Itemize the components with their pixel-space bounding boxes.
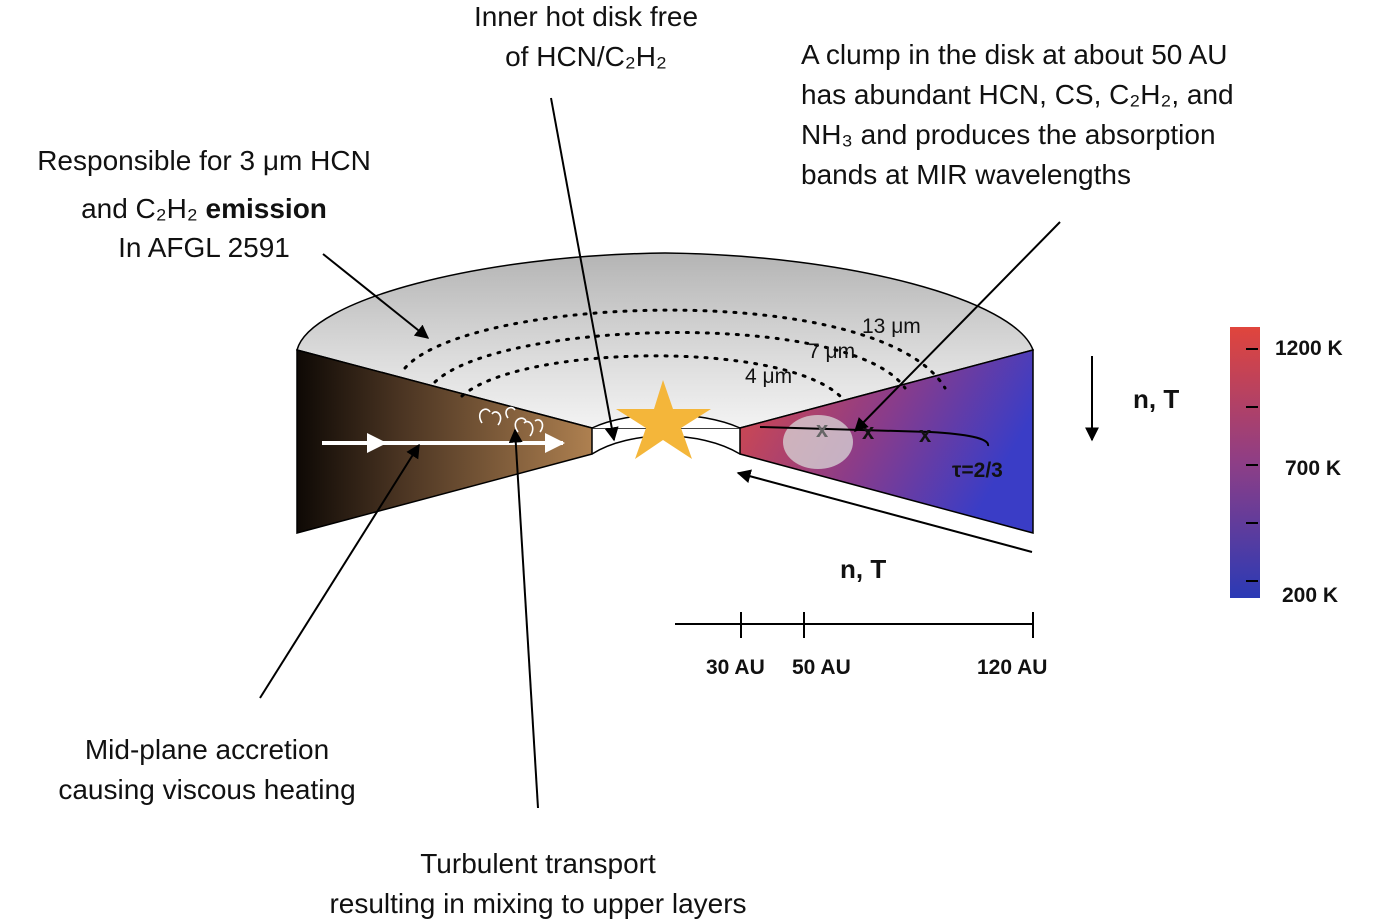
responsible-line2-bold: emission [206,193,327,224]
leader-clump [854,221,1061,432]
ring-4um-label: 4 μm [745,365,792,388]
leader-midplane [259,443,420,699]
colorbar-ticks [1246,348,1258,582]
clump-line2: has abundant HCN, CS, C₂H₂, and [801,79,1234,110]
responsible-line1: Responsible for 3 μm HCN [37,145,371,176]
responsible-line2-prefix: and C₂H₂ [81,193,205,224]
inner-hot-disk-line1: Inner hot disk free [474,1,698,32]
clump-line3: NH₃ and produces the absorption [801,119,1216,150]
distance-tick-120au: 120 AU [977,656,1047,679]
vertical-n-t-label: n, T [1133,384,1179,414]
responsible-line3: In AFGL 2591 [118,232,290,263]
clump-line4: bands at MIR wavelengths [801,159,1131,190]
ring-13um-label: 13 μm [862,315,921,338]
x-mark-3: x [919,422,932,447]
midplane-line2: causing viscous heating [58,774,355,805]
ring-4um [460,354,842,398]
leader-inner-hot-disk [550,97,619,442]
turbulent-line2: resulting in mixing to upper layers [329,888,746,919]
horizontal-n-t-arrow [736,469,1033,553]
horizontal-n-t-label: n, T [840,554,886,584]
x-mark-1: x [816,417,829,442]
colorbar-tick-700k: 700 K [1285,457,1341,480]
turbulent-line1: Turbulent transport [420,848,656,879]
colorbar-tick-200k: 200 K [1282,584,1338,607]
ring-13um [403,308,947,390]
leader-responsible [322,253,430,339]
tau-label: τ=2/3 [952,459,1003,482]
colorbar-tick-1200k: 1200 K [1275,337,1343,360]
ring-7um [433,331,907,390]
distance-tick-50au: 50 AU [792,656,851,679]
temperature-colorbar [1230,327,1260,598]
leader-turbulent [508,428,539,809]
tau-line [759,426,989,447]
clump-line1: A clump in the disk at about 50 AU [801,39,1227,70]
star-icon [616,380,711,459]
disk-right-wedge [739,349,1034,534]
distance-axis [675,612,1034,638]
distance-tick-30au: 30 AU [706,656,765,679]
ring-7um-label: 7 μm [808,340,855,363]
responsible-line2: and C₂H₂ emission [81,193,327,224]
inner-hot-disk-line2: of HCN/C₂H₂ [505,41,667,72]
midplane-line1: Mid-plane accretion [85,734,329,765]
